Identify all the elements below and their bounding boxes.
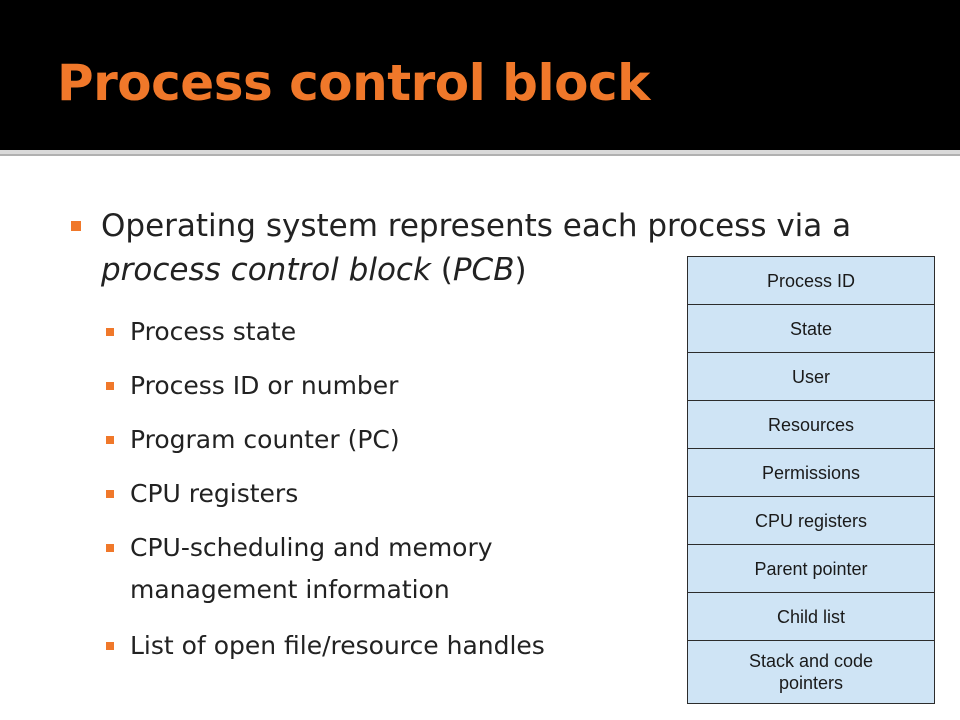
main-bullet-abbr: PCB: [452, 252, 515, 288]
sub-bullet-process-state: Process state: [130, 317, 297, 346]
sub-bullet-marker: [106, 490, 114, 498]
sub-bullet-marker: [106, 436, 114, 444]
pcb-diagram: Process ID State User Resources Permissi…: [687, 256, 935, 704]
sub-bullet-cpu-scheduling: CPU-scheduling and memory: [130, 533, 493, 562]
sub-bullet-marker: [106, 544, 114, 552]
pcb-field-label: User: [791, 366, 830, 387]
pcb-field-process-id: Process ID: [688, 257, 934, 305]
pcb-field-permissions: Permissions: [688, 449, 934, 497]
main-bullet-suffix: ): [514, 252, 527, 288]
title-divider-shadow: [0, 154, 960, 156]
pcb-field-child-list: Child list: [688, 593, 934, 641]
pcb-field-label: Resources: [767, 414, 855, 435]
title-divider: [0, 150, 960, 154]
pcb-field-label: Process ID: [766, 270, 856, 291]
sub-bullet-marker: [106, 642, 114, 650]
pcb-field-label: State: [789, 318, 833, 339]
pcb-field-label: Stack and code: [748, 651, 874, 671]
pcb-field-user: User: [688, 353, 934, 401]
pcb-field-label: Permissions: [761, 462, 861, 483]
main-bullet-prefix: Operating system represents each process…: [101, 208, 852, 244]
slide-title: Process control block: [57, 54, 650, 112]
pcb-field-resources: Resources: [688, 401, 934, 449]
pcb-field-label: CPU registers: [754, 510, 868, 531]
pcb-field-state: State: [688, 305, 934, 353]
main-bullet-term: process control block: [101, 252, 431, 288]
pcb-field-label-cont: pointers: [778, 673, 844, 693]
pcb-field-label: Parent pointer: [754, 558, 868, 579]
sub-bullet-open-files: List of open file/resource handles: [130, 631, 545, 660]
sub-bullet-process-id: Process ID or number: [130, 371, 399, 400]
pcb-field-label: Child list: [776, 606, 846, 627]
pcb-field-parent-pointer: Parent pointer: [688, 545, 934, 593]
main-bullet-text: Operating system represents each process…: [101, 204, 861, 292]
sub-bullet-cpu-registers: CPU registers: [130, 479, 299, 508]
sub-bullet-marker: [106, 328, 114, 336]
sub-bullet-marker: [106, 382, 114, 390]
pcb-field-cpu-registers: CPU registers: [688, 497, 934, 545]
sub-bullet-program-counter: Program counter (PC): [130, 425, 400, 454]
bullet-marker: [71, 221, 81, 231]
pcb-field-stack-code-pointers: Stack and code pointers: [688, 641, 934, 703]
main-bullet-middle: (: [430, 252, 453, 288]
title-bar: Process control block: [0, 0, 960, 150]
sub-bullet-cpu-scheduling-cont: management information: [130, 575, 450, 604]
